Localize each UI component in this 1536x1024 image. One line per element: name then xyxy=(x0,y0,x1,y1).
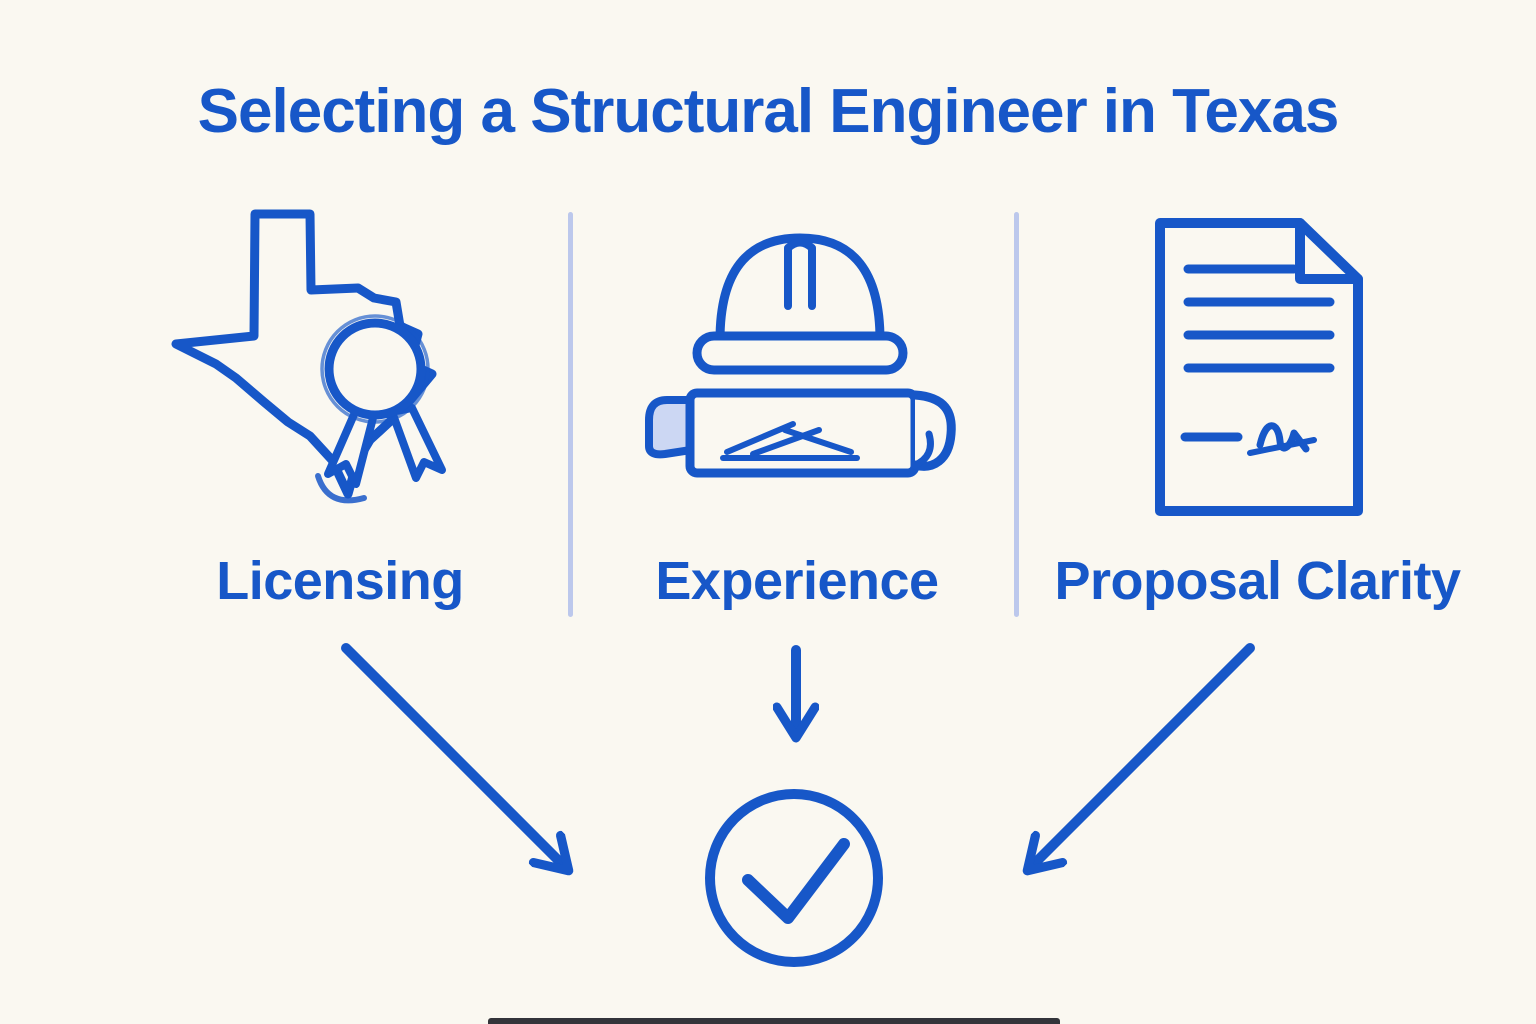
blueprint-left-curl xyxy=(645,396,695,459)
texas-outline xyxy=(171,209,437,499)
check-circle-outline xyxy=(705,789,883,967)
check-mark xyxy=(742,838,850,924)
column-label-licensing: Licensing xyxy=(216,551,464,611)
page-title: Selecting a Structural Engineer in Texas xyxy=(197,77,1340,146)
arrow-from-licensing xyxy=(341,643,566,868)
sketch-line-3 xyxy=(782,427,854,455)
pen-tail-stroke xyxy=(315,473,367,504)
hat-ridge xyxy=(784,238,816,310)
bottom-edge-line xyxy=(488,1018,1060,1024)
badge-outer-ring xyxy=(320,314,430,424)
signature-squiggle xyxy=(1256,422,1310,453)
sketch-line-1 xyxy=(724,421,796,455)
column-label-proposal-clarity: Proposal Clarity xyxy=(1054,551,1461,611)
column-divider-left xyxy=(568,212,573,617)
hat-brim xyxy=(692,331,908,375)
check-circle-icon xyxy=(705,789,883,967)
hat-dome xyxy=(715,233,885,345)
arrow-from-proposal xyxy=(1030,643,1255,868)
badge-circle xyxy=(324,318,426,420)
hard-hat-blueprint-icon xyxy=(635,208,965,516)
proposal-document-icon xyxy=(1142,213,1374,523)
column-divider-right xyxy=(1014,212,1019,617)
sketch-line-2 xyxy=(750,427,822,457)
texas-license-badge-icon xyxy=(160,202,490,524)
column-label-experience: Experience xyxy=(655,551,939,611)
document-fold-corner xyxy=(1295,218,1363,284)
blueprint-right-roll xyxy=(910,390,956,471)
ribbon-tail-right xyxy=(388,404,446,482)
blueprint-roll-inner xyxy=(911,430,934,469)
